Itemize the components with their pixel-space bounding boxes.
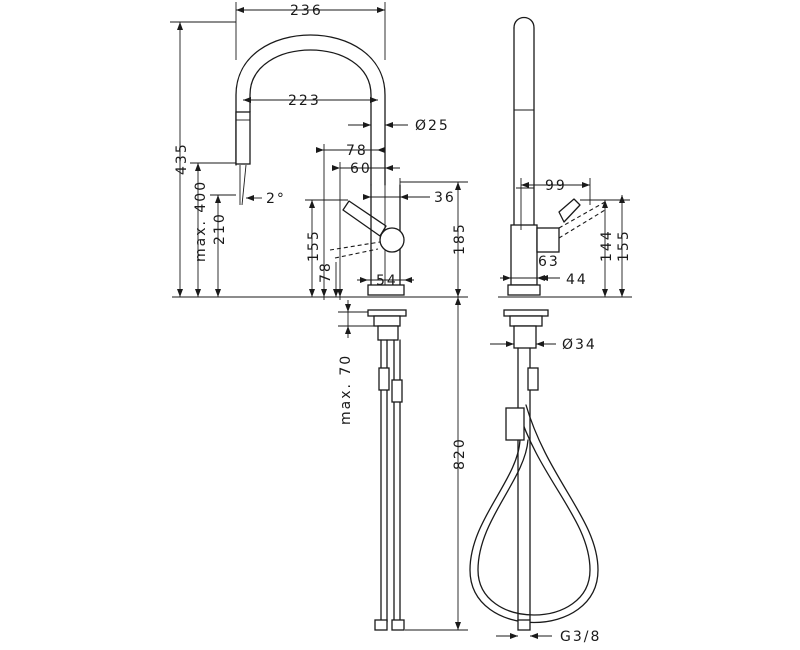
front-view-faucet bbox=[235, 34, 407, 631]
front-view-dimension-lines bbox=[170, 2, 468, 631]
dim-diameter25-label: Ø25 bbox=[415, 118, 450, 134]
dim-36-label: 36 bbox=[434, 190, 456, 206]
dim-435-label: 435 bbox=[174, 142, 190, 175]
dim-44-label: 44 bbox=[566, 272, 588, 288]
dim-78-top-label: 78 bbox=[346, 143, 368, 159]
dim-223-label: 223 bbox=[288, 93, 321, 109]
dim-99-label: 99 bbox=[545, 178, 567, 194]
dim-820-label: 820 bbox=[452, 437, 468, 470]
dim-236-label: 236 bbox=[290, 3, 323, 19]
dim-63-label: 63 bbox=[538, 254, 560, 270]
dim-diameter34-label: Ø34 bbox=[562, 337, 597, 353]
dim-185-label: 185 bbox=[452, 222, 468, 255]
dim-155-side-label: 155 bbox=[616, 229, 632, 262]
dim-60-label: 60 bbox=[350, 161, 372, 177]
side-view-labels: 99 63 44 144 155 Ø34 G3/8 bbox=[538, 178, 632, 645]
side-view-dimension-lines bbox=[490, 178, 632, 639]
dim-max400-label: max. 400 bbox=[193, 180, 209, 262]
dim-144-label: 144 bbox=[599, 229, 615, 262]
dim-54-label: 54 bbox=[376, 273, 398, 289]
dim-g38-label: G3/8 bbox=[560, 629, 601, 645]
dim-max70-label: max. 70 bbox=[338, 354, 354, 425]
front-view-labels: 236 223 435 max. 400 210 2° Ø25 78 60 36… bbox=[174, 3, 468, 470]
dim-angle-label: 2° bbox=[266, 191, 286, 207]
dim-78-front-label: 78 bbox=[318, 261, 334, 283]
side-view-faucet bbox=[469, 16, 606, 631]
dim-155-front-label: 155 bbox=[306, 229, 322, 262]
dim-210-label: 210 bbox=[212, 212, 228, 245]
